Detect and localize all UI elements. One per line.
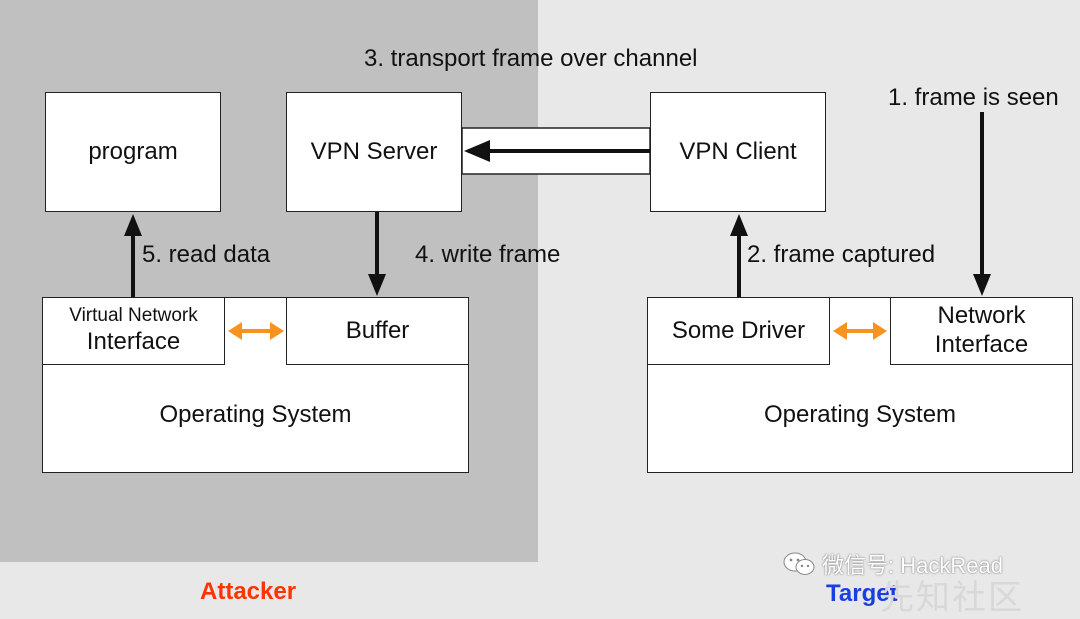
vpn-server-label: VPN Server <box>310 137 438 165</box>
step1-label: 1. frame is seen <box>888 84 1059 111</box>
frame-captured-arrowhead <box>730 214 748 236</box>
virtual-network-interface-box: Virtual Network Interface <box>42 297 225 365</box>
step2-label: 2. frame captured <box>747 241 936 268</box>
target-bidirectional-arrow <box>833 322 887 340</box>
attacker-bidirectional-arrow <box>228 322 284 340</box>
network-interface-box: Network Interface <box>890 297 1073 365</box>
channel-arrowhead <box>464 140 490 162</box>
attacker-os-label: Operating System <box>159 401 352 429</box>
step5-label: 5. read data <box>142 241 271 268</box>
buffer-label: Buffer <box>345 316 410 344</box>
vpn-client-label: VPN Client <box>679 137 797 165</box>
network-interface-label-line2: Interface <box>934 331 1029 358</box>
vpn-client-box: VPN Client <box>650 92 826 212</box>
network-interface-label-line1: Network <box>937 302 1026 330</box>
wechat-icon <box>783 552 815 575</box>
program-box: program <box>45 92 221 212</box>
virtual-nic-label-line2: Interface <box>86 328 181 355</box>
step3-label: 3. transport frame over channel <box>364 45 698 72</box>
some-driver-label: Some Driver <box>671 316 806 344</box>
frame-seen-arrowhead <box>973 274 991 296</box>
attacker-label: Attacker <box>200 578 297 605</box>
some-driver-box: Some Driver <box>647 297 830 365</box>
target-os-label: Operating System <box>763 401 957 429</box>
target-label: Target <box>826 580 898 607</box>
write-frame-arrowhead <box>368 274 386 296</box>
program-label: program <box>88 137 178 165</box>
buffer-box: Buffer <box>286 297 469 365</box>
vpn-server-box: VPN Server <box>286 92 462 212</box>
watermark: 微信号: HackRead <box>782 548 1003 580</box>
step4-label: 4. write frame <box>415 241 561 268</box>
watermark-text: 微信号: HackRead <box>822 553 1003 578</box>
read-data-arrowhead <box>124 214 142 236</box>
attacker-bottom-band <box>0 562 538 610</box>
virtual-nic-label-line1: Virtual Network <box>69 305 198 327</box>
